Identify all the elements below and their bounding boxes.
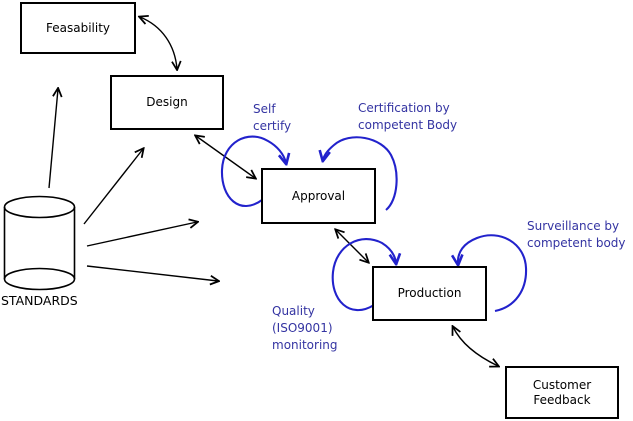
arrow-feasability-design: [140, 17, 177, 69]
node-feasability: Feasability: [20, 2, 136, 54]
arrow-design-approval: [196, 136, 255, 178]
arrow-standards-approval: [86, 222, 197, 247]
annotation-surveillance: Surveillance by competent body: [527, 219, 626, 250]
arrow-approval-production: [336, 230, 368, 262]
loop-quality-monitoring: [331, 238, 396, 312]
loop-certification: [323, 136, 398, 211]
arrow-standards-design: [83, 149, 143, 225]
arrow-standards-up: [48, 89, 58, 189]
loop-surveillance: [458, 234, 528, 313]
annotation-quality: Quality (ISO9001) monitoring: [272, 304, 338, 352]
node-design: Design: [110, 75, 224, 130]
loop-self-certify: [220, 135, 286, 207]
standards-cylinder-shape: [3, 195, 76, 291]
annotation-certification: Certification by competent Body: [358, 101, 458, 132]
node-production: Production: [372, 266, 487, 321]
arrow-production-feedback: [453, 327, 498, 366]
annotation-self-certify: Self certify: [253, 102, 292, 133]
node-customer-feedback: Customer Feedback: [505, 366, 619, 419]
standards-label: STANDARDS: [1, 293, 78, 308]
node-approval: Approval: [261, 168, 376, 224]
arrow-standards-production: [86, 265, 218, 281]
